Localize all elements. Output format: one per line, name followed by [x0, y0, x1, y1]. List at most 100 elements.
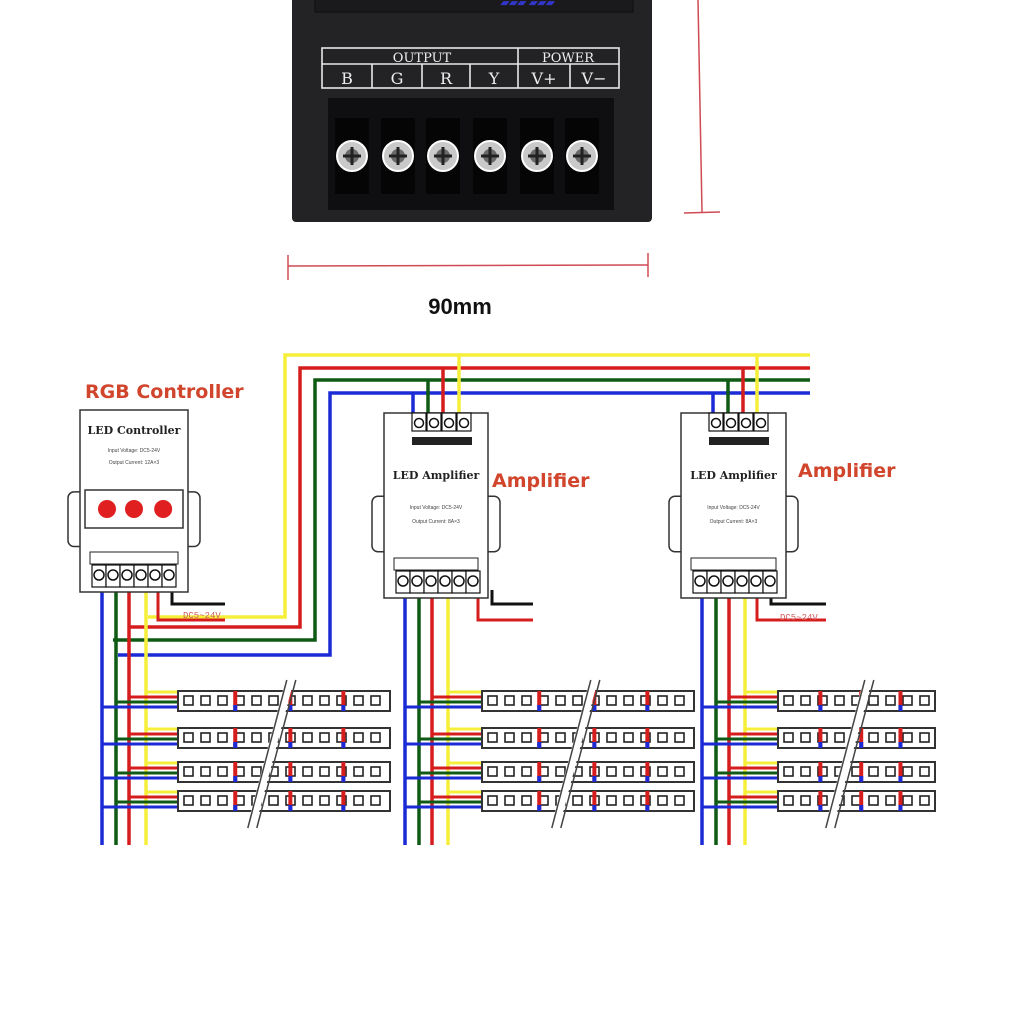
screw-icon — [755, 417, 767, 429]
led-chip — [817, 766, 828, 777]
output-label-strip — [89, 551, 179, 565]
led-chip — [817, 795, 828, 806]
solder-pad — [592, 728, 597, 748]
led-chip — [487, 695, 498, 706]
led-chip — [183, 732, 194, 743]
led-chip — [919, 732, 930, 743]
device-title: LED Controller — [88, 424, 181, 437]
break-mark — [551, 679, 592, 829]
led-chip — [302, 695, 313, 706]
led-chip — [217, 795, 228, 806]
wire — [113, 378, 810, 642]
solder-pad — [645, 762, 650, 782]
device-spec: Input Voltage: DC5-24V — [707, 505, 760, 511]
led-chip — [319, 795, 330, 806]
led-chip — [834, 695, 845, 706]
led-chip — [487, 732, 498, 743]
led-chip — [268, 795, 279, 806]
led-chip — [817, 695, 828, 706]
led-chip — [919, 795, 930, 806]
terminal-label-panel — [321, 47, 620, 89]
led-chip — [800, 795, 811, 806]
screw-icon — [428, 417, 440, 429]
amplifier-label-2: Amplifier — [798, 460, 896, 482]
device-title: LED Amplifier — [393, 469, 480, 482]
solder-pad — [288, 728, 293, 748]
led-chip — [200, 795, 211, 806]
led-chip — [674, 732, 685, 743]
solder-pad — [341, 762, 346, 782]
solder-pad — [233, 728, 238, 748]
solder-pad — [341, 728, 346, 748]
led-chip — [370, 795, 381, 806]
solder-pad — [537, 728, 542, 748]
solder-pad — [233, 791, 238, 811]
led-chip — [504, 732, 515, 743]
led-chip — [353, 766, 364, 777]
solder-pad — [341, 691, 346, 711]
screw-icon — [453, 575, 465, 587]
break-mark — [247, 679, 288, 829]
led-chip — [817, 732, 828, 743]
screw-icon — [439, 575, 451, 587]
led-chip — [800, 732, 811, 743]
led-chip — [783, 695, 794, 706]
led-chip — [868, 766, 879, 777]
led-chip — [487, 766, 498, 777]
screw-icon — [93, 569, 105, 581]
led-chip — [200, 732, 211, 743]
led-chip — [834, 732, 845, 743]
led-chip — [251, 732, 262, 743]
led-chip — [319, 766, 330, 777]
wire — [170, 590, 225, 606]
led-chip — [902, 795, 913, 806]
led-chip — [885, 795, 896, 806]
led-chip — [606, 795, 617, 806]
solder-pad — [859, 791, 864, 811]
screw-icon — [764, 575, 776, 587]
device-spec: Input Voltage: DC5-24V — [410, 505, 463, 511]
led-chip — [521, 766, 532, 777]
screw-icon — [411, 575, 423, 587]
led-chip — [319, 695, 330, 706]
led-chip — [674, 766, 685, 777]
terminal-label: G — [391, 69, 404, 88]
terminal-label: V− — [581, 69, 607, 88]
width-dimension-label: 90mm — [428, 294, 492, 319]
screw-icon — [740, 417, 752, 429]
power-input-label: DC5~24V — [780, 613, 818, 623]
screw-icon — [458, 417, 470, 429]
input-label-strip — [412, 437, 472, 445]
device-spec: Input Voltage: DC5-24V — [108, 448, 161, 454]
terminal-label: V+ — [531, 69, 557, 88]
wire — [156, 590, 225, 622]
solder-pad — [859, 762, 864, 782]
solder-pad — [898, 728, 903, 748]
led-chip — [674, 795, 685, 806]
screw-icon — [135, 569, 147, 581]
input-label-strip — [709, 437, 769, 445]
product-model-text: ▰▰▰ ▰▰▰ — [500, 0, 555, 9]
screw-icon — [397, 575, 409, 587]
screw-icon — [467, 575, 479, 587]
led-chip — [183, 766, 194, 777]
led-chip — [302, 766, 313, 777]
solder-pad — [592, 791, 597, 811]
device-title: LED Amplifier — [690, 469, 777, 482]
led-chip — [504, 795, 515, 806]
terminal-label: R — [440, 69, 453, 88]
led-chip — [783, 795, 794, 806]
led-chip — [183, 795, 194, 806]
led-chip — [606, 766, 617, 777]
solder-pad — [341, 791, 346, 811]
wire — [148, 353, 810, 619]
led-chip — [370, 766, 381, 777]
led-chip — [302, 795, 313, 806]
break-mark — [825, 679, 866, 829]
led-strips — [177, 678, 936, 830]
led-chip — [504, 695, 515, 706]
rgb-controller-label: RGB Controller — [85, 381, 244, 403]
output-label-strip — [690, 557, 777, 571]
